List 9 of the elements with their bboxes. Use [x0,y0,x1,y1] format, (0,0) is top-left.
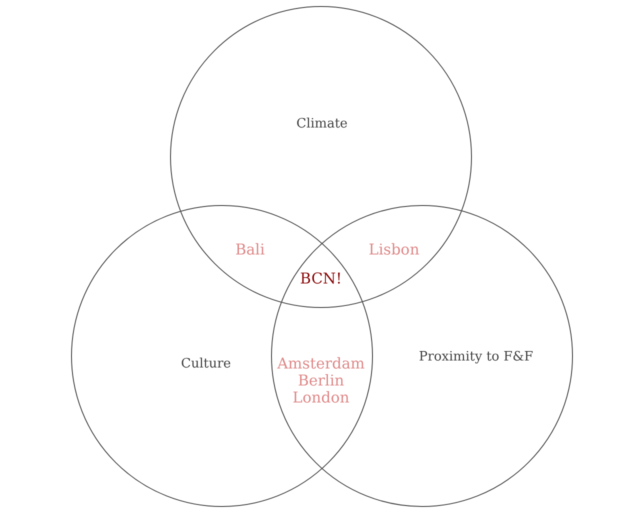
overlap-label: Amsterdam Berlin London [276,356,366,406]
venn-circle [271,205,573,507]
set-label: Culture [181,356,231,372]
overlap-label: BCN! [300,270,342,288]
venn-circle [170,6,472,308]
overlap-label: Lisbon [368,242,420,258]
set-label: Proximity to F&F [418,350,534,364]
set-label: Climate [296,116,348,132]
overlap-label: Bali [235,242,265,258]
